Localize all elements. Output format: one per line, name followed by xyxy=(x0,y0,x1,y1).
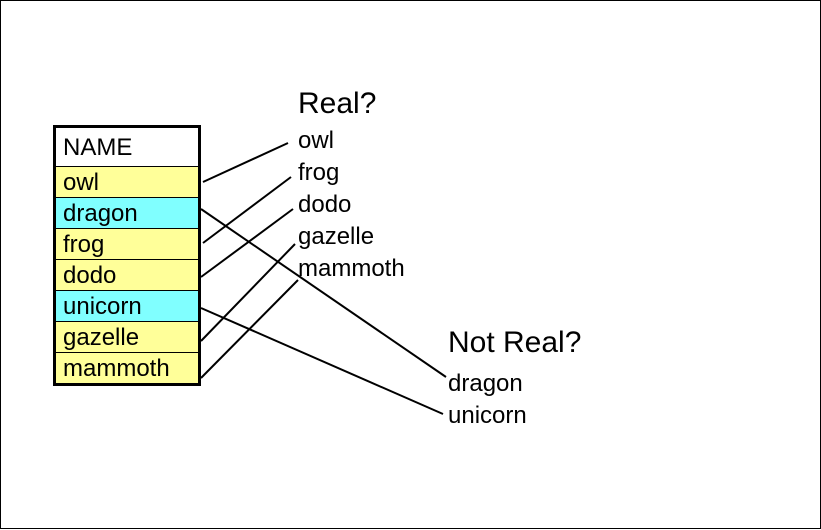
real-item-gazelle: gazelle xyxy=(298,223,375,250)
name-row-owl: owl xyxy=(56,166,198,197)
connector-dodo xyxy=(200,208,294,278)
name-row-mammoth: mammoth xyxy=(56,352,198,383)
real-list: owl frog dodo gazelle mammoth xyxy=(298,125,405,285)
real-item-dodo: dodo xyxy=(298,191,352,218)
real-item-frog: frog xyxy=(298,159,340,186)
real-item-owl: owl xyxy=(298,127,335,154)
real-heading: Real? xyxy=(298,87,377,120)
not-real-list: dragon unicorn xyxy=(448,368,527,432)
real-item-mammoth: mammoth xyxy=(298,255,405,282)
name-row-dragon: dragon xyxy=(56,197,198,228)
not-real-heading: Not Real? xyxy=(448,326,582,359)
name-row-frog: frog xyxy=(56,228,198,259)
connector-owl xyxy=(202,142,289,183)
name-row-dodo: dodo xyxy=(56,259,198,290)
not-real-item-dragon: dragon xyxy=(448,370,523,397)
name-table-header: NAME xyxy=(56,128,198,166)
not-real-item-unicorn: unicorn xyxy=(448,402,527,429)
name-row-gazelle: gazelle xyxy=(56,321,198,352)
name-table: NAME owl dragon frog dodo unicorn gazell… xyxy=(53,125,201,386)
connector-frog xyxy=(202,176,292,244)
name-row-unicorn: unicorn xyxy=(56,290,198,321)
connector-gazelle xyxy=(200,243,296,342)
connector-unicorn xyxy=(200,307,444,415)
connector-dragon xyxy=(200,208,447,378)
